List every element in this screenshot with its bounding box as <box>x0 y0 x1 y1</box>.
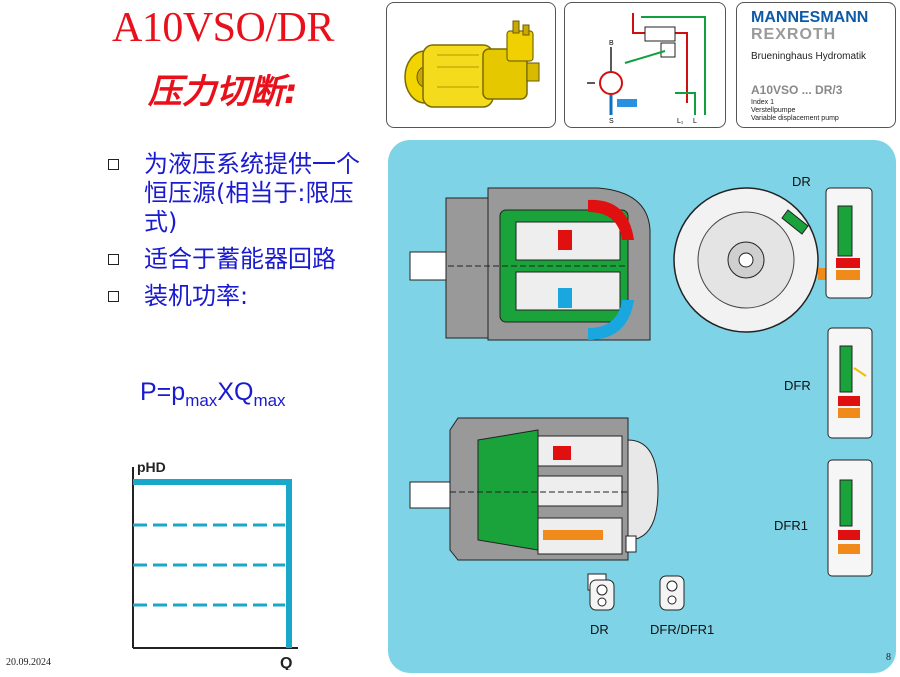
bullet-text: 装机功率: <box>144 282 249 310</box>
bullet-text: 适合于蓄能器回路 <box>144 245 336 273</box>
pump-end-view <box>673 187 832 333</box>
pump-cross-section-top <box>409 187 651 341</box>
brand-desc-en: Variable displacement pump <box>751 115 839 122</box>
cutaway-panel: DR DFR DFR1 DR DFR/DFR1 <box>388 140 896 673</box>
brand-card-thumbnail: MANNESMANN REXROTH Brueninghaus Hydromat… <box>736 2 896 128</box>
pump-illustration <box>404 20 540 108</box>
pressure-cutoff-curve <box>133 479 292 648</box>
brand-company: Brueninghaus Hydromatik <box>751 51 867 62</box>
brand-desc-de: Verstellpumpe <box>751 107 796 114</box>
schematic-label-b: B <box>609 40 614 47</box>
pump-photo-thumbnail <box>386 2 556 128</box>
hydraulic-schematic-diagram: B S L₁ L <box>587 13 706 125</box>
bullet-item: 装机功率: <box>100 282 380 311</box>
bullet-square-icon <box>108 159 119 170</box>
pressure-flow-graph: pHD Q <box>132 459 298 670</box>
y-axis-label: pHD <box>137 459 166 475</box>
schematic-label-s: S <box>609 118 614 125</box>
hydraulic-schematic-thumbnail: B S L₁ L <box>564 2 726 128</box>
label-dfr: DFR <box>784 378 811 393</box>
pump-cutaway-drawings <box>409 187 873 611</box>
control-valve-dfr1 <box>827 459 873 577</box>
slide-title: A10VSO/DR <box>112 5 334 51</box>
bullet-item: 适合于蓄能器回路 <box>100 245 380 274</box>
bullet-square-icon <box>108 291 119 302</box>
brand-index: Index 1 <box>751 99 774 106</box>
bullet-square-icon <box>108 254 119 265</box>
brand-rexroth: REXROTH <box>751 26 837 43</box>
slide-date: 20.09.2024 <box>6 657 51 668</box>
label-dfr-dfr1: DFR/DFR1 <box>650 622 715 637</box>
brand-model: A10VSO ... DR/3 <box>751 83 843 97</box>
label-dr-bottom: DR <box>590 622 609 637</box>
slide-subtitle: 压力切断: <box>148 72 298 112</box>
power-formula: P=pmaxXQmax <box>140 378 286 410</box>
label-dfr1: DFR1 <box>774 518 808 533</box>
page-number: 8 <box>886 652 891 663</box>
bullet-item: 为液压系统提供一个恒压源(相当于:限压式) <box>100 150 380 237</box>
control-valve-dfr <box>827 327 873 439</box>
brand-mannesmann: MANNESMANN <box>751 9 869 26</box>
bullet-text: 为液压系统提供一个恒压源(相当于:限压式) <box>144 150 360 236</box>
valve-block-dr <box>589 579 615 611</box>
schematic-label-l1: L₁ <box>677 118 684 125</box>
control-valve-dr <box>825 187 873 299</box>
schematic-label-l: L <box>693 118 697 125</box>
valve-block-dfr <box>659 575 685 611</box>
pump-cross-section-bottom <box>409 417 659 591</box>
bullet-list: 为液压系统提供一个恒压源(相当于:限压式) 适合于蓄能器回路 装机功率: <box>100 150 380 319</box>
x-axis-label: Q <box>280 655 292 670</box>
label-dr-top: DR <box>792 174 811 189</box>
